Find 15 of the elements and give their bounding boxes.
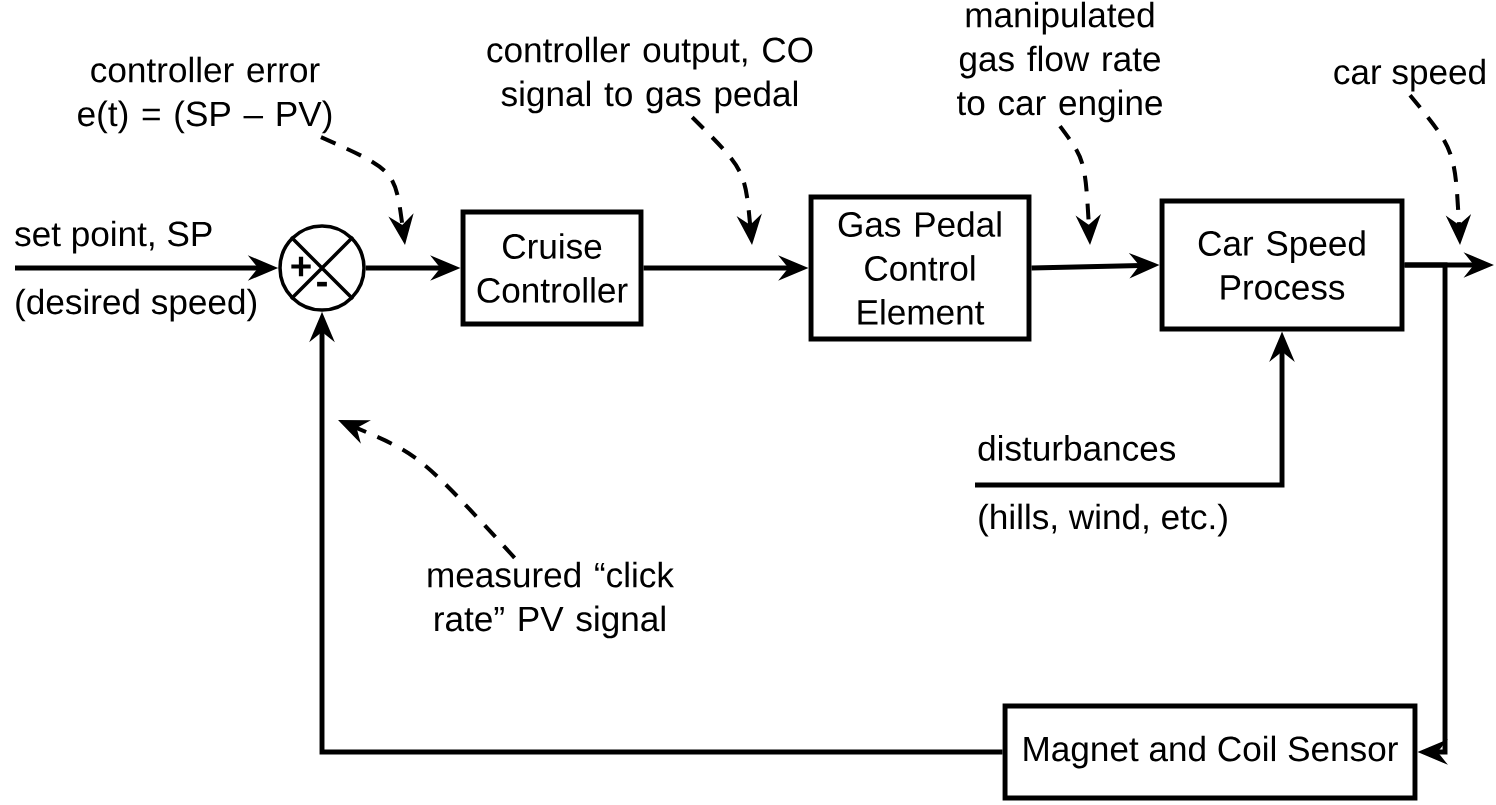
block-box: Magnet and Coil Sensor [1002, 703, 1418, 801]
signal-arrow [1404, 262, 1448, 765]
block-box: Gas Pedal Control Element [808, 194, 1032, 342]
block-box: Cruise Controller [460, 209, 644, 327]
annotation-text: measured “click rate” PV signal [428, 561, 674, 639]
summing-junction: + - [278, 224, 366, 312]
edge-label: set point, SP [12, 218, 216, 256]
annotation-text: manipulated gas flow rate to car engine [957, 1, 1162, 123]
edge-label: disturbances [975, 433, 1179, 463]
annotation-text: car speed [1334, 58, 1485, 92]
annotation-text: controller output, CO signal to gas pedal [487, 36, 813, 114]
signal-note: (hills, wind, etc.) [979, 503, 1227, 537]
signal-note: (desired speed) [16, 288, 256, 322]
block-box: Car Speed Process [1159, 198, 1405, 332]
annotation-text: controller error e(t) = (SP – PV) [78, 56, 332, 134]
